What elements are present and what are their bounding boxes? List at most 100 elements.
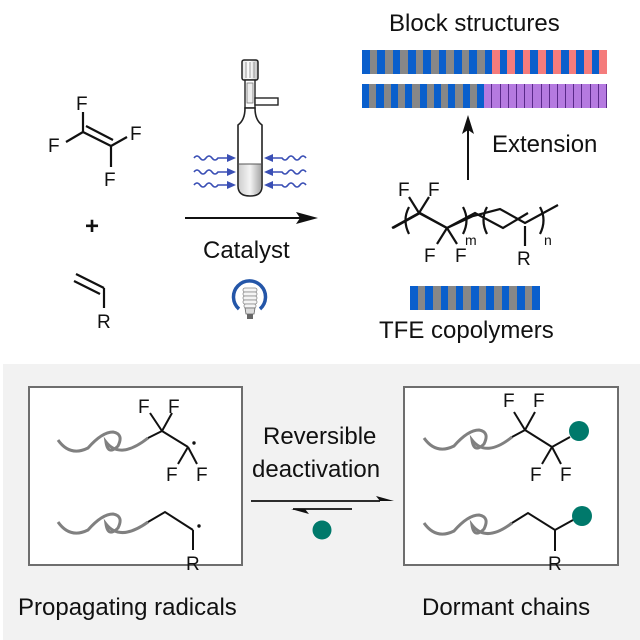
- unit-pink: [553, 50, 562, 74]
- atom-f: F: [76, 94, 88, 115]
- block-bar-pink: [362, 50, 607, 74]
- dormant-chains-box: [403, 386, 619, 566]
- atom-f: F: [196, 465, 208, 486]
- deactivation-label: deactivation: [252, 456, 381, 483]
- capping-agent-dot: [312, 520, 332, 540]
- unit-blue: [419, 84, 427, 108]
- unit-purple: [484, 84, 493, 108]
- unit-blue: [392, 50, 401, 74]
- atom-f: F: [530, 465, 542, 486]
- unit-blue: [530, 50, 539, 74]
- tfe-copolymers-label: TFE copolymers: [379, 317, 554, 344]
- unit-purple: [492, 84, 501, 108]
- unit-blue: [545, 50, 554, 74]
- unit-blue: [440, 286, 449, 310]
- unit-blue: [410, 286, 418, 310]
- unit-blue: [438, 50, 447, 74]
- atom-f: F: [428, 180, 440, 201]
- unit-gray: [478, 286, 487, 310]
- unit-purple: [516, 84, 526, 108]
- reversible-label: Reversible: [263, 423, 377, 450]
- unit-gray: [415, 50, 424, 74]
- substituent-r: R: [186, 554, 200, 575]
- tfe-copolymer-bar: [410, 286, 540, 310]
- block-structures-title: Block structures: [389, 10, 560, 37]
- unit-blue: [484, 50, 493, 74]
- light-bulb-icon: [231, 279, 268, 319]
- unit-pink: [599, 50, 607, 74]
- unit-gray: [417, 286, 426, 310]
- unit-gray: [400, 50, 408, 74]
- capping-group-dot: [569, 421, 589, 441]
- unit-gray: [383, 84, 391, 108]
- unit-blue: [433, 84, 442, 108]
- unit-blue: [499, 50, 508, 74]
- unit-blue: [423, 50, 431, 74]
- unit-purple: [566, 84, 575, 108]
- tfe-monomer-structure: F F F F: [48, 94, 142, 191]
- unit-gray: [432, 286, 441, 310]
- unit-blue: [407, 50, 416, 74]
- subscript-m: m: [465, 232, 477, 248]
- unit-gray: [476, 50, 485, 74]
- unit-blue: [561, 50, 569, 74]
- unit-purple: [525, 84, 534, 108]
- unit-purple: [533, 84, 542, 108]
- unit-blue: [376, 84, 384, 108]
- unit-blue: [471, 286, 479, 310]
- unit-gray: [430, 50, 439, 74]
- vinyl-monomer-structure: R: [73, 273, 111, 333]
- unit-blue: [591, 50, 600, 74]
- unit-gray: [461, 50, 470, 74]
- substituent-r: R: [548, 554, 562, 575]
- unit-gray: [446, 50, 454, 74]
- unit-purple: [500, 84, 509, 108]
- unit-gray: [455, 84, 463, 108]
- unit-blue: [453, 50, 462, 74]
- unit-pink: [522, 50, 531, 74]
- extension-arrow: [462, 115, 474, 180]
- unit-blue: [377, 50, 385, 74]
- unit-pink: [492, 50, 500, 74]
- catalyst-label: Catalyst: [203, 237, 290, 264]
- propagating-radicals-caption: Propagating radicals: [18, 594, 237, 621]
- atom-f: F: [104, 170, 116, 191]
- unit-gray: [412, 84, 420, 108]
- block-bar-purple: [362, 84, 607, 108]
- substituent-r: R: [97, 312, 111, 333]
- unit-blue: [486, 286, 495, 310]
- unit-pink: [538, 50, 546, 74]
- unit-blue: [532, 286, 540, 310]
- unit-blue: [362, 50, 370, 74]
- dormant-chains-caption: Dormant chains: [422, 594, 591, 621]
- unit-gray: [426, 84, 434, 108]
- unit-gray: [384, 50, 393, 74]
- atom-f: F: [424, 246, 436, 267]
- unit-purple: [598, 84, 607, 108]
- atom-f: F: [138, 397, 150, 418]
- unit-gray: [448, 286, 456, 310]
- atom-f: F: [168, 397, 180, 418]
- atom-f: F: [398, 180, 410, 201]
- plus-sign: +: [85, 213, 100, 240]
- unit-blue: [462, 84, 470, 108]
- unit-gray: [369, 50, 378, 74]
- propagating-radicals-box: [28, 386, 243, 566]
- unit-pink: [507, 50, 516, 74]
- unit-gray: [397, 84, 406, 108]
- atom-f: F: [166, 465, 178, 486]
- atom-f: F: [503, 391, 515, 412]
- substituent-r: R: [517, 249, 531, 270]
- polymer-backbone: [392, 204, 559, 230]
- atom-f: F: [455, 246, 467, 267]
- unit-purple: [508, 84, 517, 108]
- unit-gray: [441, 84, 449, 108]
- unit-blue: [576, 50, 585, 74]
- unit-gray: [369, 84, 377, 108]
- unit-purple: [549, 84, 558, 108]
- unit-gray: [494, 286, 502, 310]
- extension-label: Extension: [492, 131, 598, 158]
